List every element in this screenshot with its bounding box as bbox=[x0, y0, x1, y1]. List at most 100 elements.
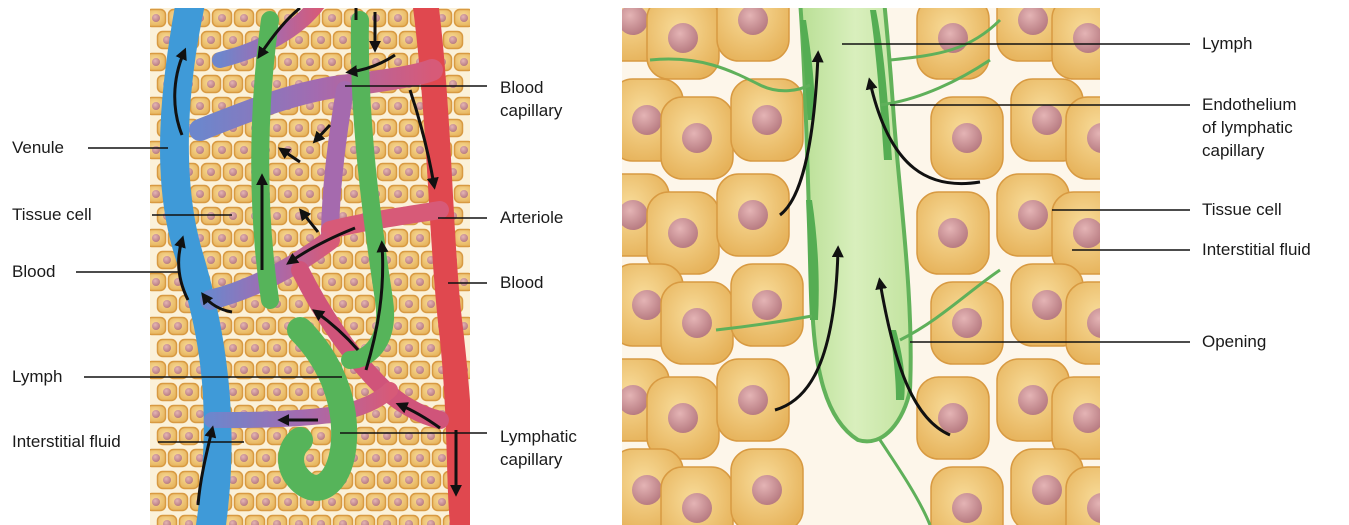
tissue-cell-large bbox=[917, 192, 989, 274]
tissue-cell-small bbox=[301, 54, 320, 71]
tissue-cell-small bbox=[312, 516, 331, 525]
tissue-cell-small bbox=[180, 516, 199, 525]
blood-label-right: Blood bbox=[500, 273, 543, 293]
tissue-cell-large bbox=[647, 377, 719, 459]
left-panel bbox=[147, 0, 479, 525]
tissue-cell-small bbox=[356, 516, 375, 525]
tissue-cell-small bbox=[224, 208, 243, 225]
tissue-cell-small bbox=[147, 450, 166, 467]
tissue-cell-small bbox=[389, 142, 408, 159]
tissue-cell-small bbox=[191, 98, 210, 115]
tissue-cell-large bbox=[731, 264, 803, 346]
interstitial-fluid-label-left: Interstitial fluid bbox=[12, 432, 121, 452]
tissue-cell-large bbox=[1052, 0, 1124, 79]
tissue-cell-small bbox=[158, 340, 177, 357]
tissue-cell-label-left: Tissue cell bbox=[12, 205, 92, 225]
tissue-cell-small bbox=[444, 32, 463, 49]
tissue-cell-large bbox=[661, 467, 733, 525]
tissue-cell-small bbox=[367, 494, 386, 511]
tissue-cell-small bbox=[290, 120, 309, 137]
tissue-cell-small bbox=[213, 10, 232, 27]
tissue-cell-small bbox=[422, 384, 441, 401]
tissue-cell-small bbox=[246, 340, 265, 357]
tissue-cell-large bbox=[717, 359, 789, 441]
tissue-cell-large bbox=[1066, 467, 1138, 525]
tissue-cell-small bbox=[400, 32, 419, 49]
tissue-cell-small bbox=[345, 318, 364, 335]
opening-label: Opening bbox=[1202, 332, 1266, 352]
endothelium-label-line3: capillary bbox=[1202, 141, 1264, 161]
tissue-cell-small bbox=[147, 494, 166, 511]
tissue-cell-small bbox=[378, 516, 397, 525]
tissue-cell-small bbox=[169, 450, 188, 467]
tissue-cell-small bbox=[213, 186, 232, 203]
tissue-cell-small bbox=[400, 516, 419, 525]
tissue-cell-small bbox=[246, 516, 265, 525]
tissue-cell-small bbox=[455, 98, 474, 115]
tissue-cell-small bbox=[235, 10, 254, 27]
tissue-cell-small bbox=[213, 230, 232, 247]
tissue-cell-small bbox=[378, 164, 397, 181]
tissue-cell-small bbox=[279, 54, 298, 71]
tissue-cell-small bbox=[235, 142, 254, 159]
tissue-cell-small bbox=[246, 472, 265, 489]
tissue-cell-small bbox=[334, 296, 353, 313]
tissue-cell-small bbox=[323, 274, 342, 291]
tissue-cell-small bbox=[411, 186, 430, 203]
tissue-cell-small bbox=[235, 318, 254, 335]
tissue-cell-small bbox=[356, 472, 375, 489]
tissue-cell-large bbox=[661, 282, 733, 364]
tissue-cell-small bbox=[411, 318, 430, 335]
tissue-cell-small bbox=[378, 472, 397, 489]
tissue-cell-small bbox=[367, 450, 386, 467]
tissue-cell-small bbox=[378, 120, 397, 137]
tissue-cell-small bbox=[411, 494, 430, 511]
tissue-cell-small bbox=[290, 516, 309, 525]
tissue-cell-small bbox=[279, 362, 298, 379]
blood-label-left: Blood bbox=[12, 262, 55, 282]
endothelium-label-line2: of lymphatic bbox=[1202, 118, 1293, 138]
tissue-cell-small bbox=[411, 274, 430, 291]
tissue-cell-large bbox=[647, 192, 719, 274]
tissue-cell-small bbox=[389, 10, 408, 27]
tissue-cell-small bbox=[158, 472, 177, 489]
tissue-cell-small bbox=[290, 384, 309, 401]
tissue-cell-small bbox=[455, 54, 474, 71]
tissue-cell-small bbox=[455, 10, 474, 27]
tissue-cell-small bbox=[257, 450, 276, 467]
interstitial-fluid-label-right: Interstitial fluid bbox=[1202, 240, 1311, 260]
tissue-cell-large bbox=[1052, 192, 1124, 274]
tissue-cell-small bbox=[224, 252, 243, 269]
tissue-cell-small bbox=[147, 10, 166, 27]
tissue-cell-small bbox=[378, 428, 397, 445]
tissue-cell-small bbox=[411, 230, 430, 247]
tissue-cell-small bbox=[246, 428, 265, 445]
tissue-cell-small bbox=[389, 450, 408, 467]
tissue-cell-small bbox=[389, 274, 408, 291]
tissue-cell-small bbox=[356, 428, 375, 445]
tissue-cell-small bbox=[158, 384, 177, 401]
tissue-cell-small bbox=[422, 340, 441, 357]
tissue-cell-small bbox=[268, 340, 287, 357]
tissue-cell-small bbox=[312, 32, 331, 49]
tissue-cell-small bbox=[411, 450, 430, 467]
tissue-cell-small bbox=[147, 318, 166, 335]
tissue-cell-small bbox=[301, 142, 320, 159]
tissue-cell-small bbox=[400, 428, 419, 445]
tissue-cell-large bbox=[717, 0, 789, 61]
tissue-cell-large bbox=[647, 0, 719, 79]
tissue-cell-small bbox=[411, 362, 430, 379]
tissue-cell-small bbox=[312, 428, 331, 445]
tissue-cell-small bbox=[246, 384, 265, 401]
tissue-cell-small bbox=[224, 164, 243, 181]
tissue-cell-small bbox=[202, 32, 221, 49]
tissue-cell-small bbox=[334, 516, 353, 525]
tissue-cell-small bbox=[400, 472, 419, 489]
tissue-cell-small bbox=[147, 406, 166, 423]
tissue-cell-small bbox=[290, 164, 309, 181]
endothelium-label-line1: Endothelium bbox=[1202, 95, 1297, 115]
tissue-cell-small bbox=[191, 142, 210, 159]
tissue-cell-small bbox=[147, 54, 166, 71]
tissue-cell-small bbox=[301, 186, 320, 203]
